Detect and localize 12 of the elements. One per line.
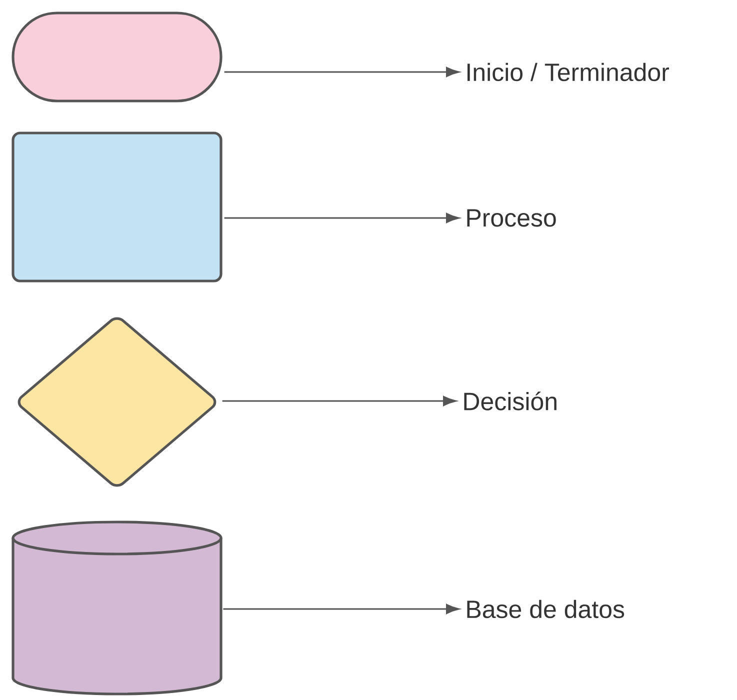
decision-diamond	[18, 317, 216, 487]
shape-label: Proceso	[467, 209, 556, 227]
terminator-shape	[12, 12, 222, 102]
shape-label: Decisión	[464, 392, 556, 410]
shape-label: Base de datos	[467, 600, 624, 618]
shape-label: Inicio / Terminador	[468, 62, 669, 82]
arrow	[224, 213, 460, 223]
process-box	[12, 132, 222, 282]
arrow	[222, 396, 456, 406]
database-cylinder	[12, 520, 222, 696]
arrow	[224, 67, 460, 77]
arrow	[223, 604, 460, 614]
